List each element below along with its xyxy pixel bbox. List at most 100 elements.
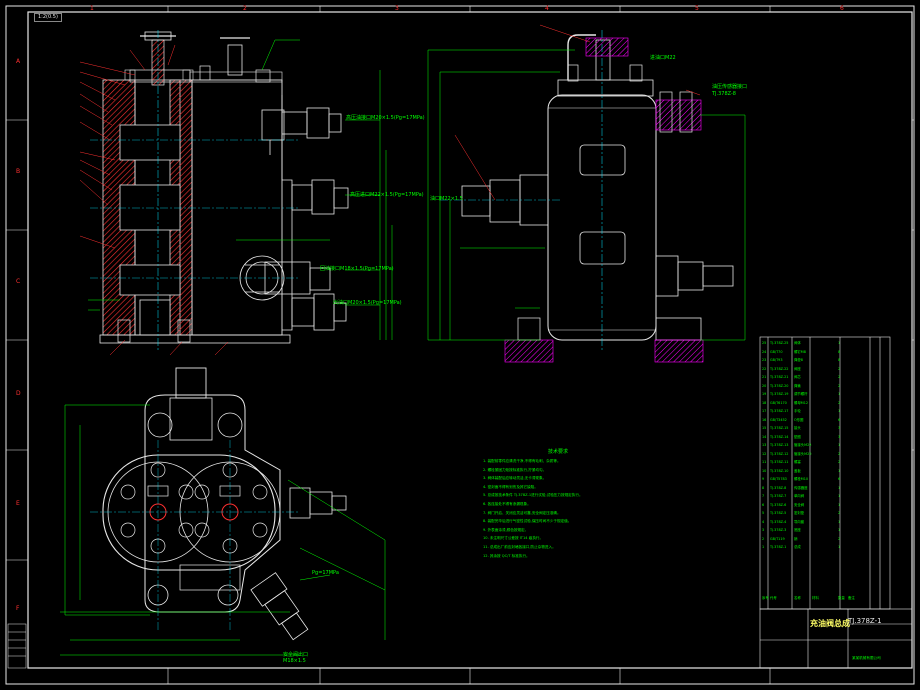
bom-cell: 手轮 [794, 409, 801, 413]
zone-col-2: 2 [243, 5, 247, 12]
bom-cell: 总成 [794, 545, 801, 549]
note-line: 4. 密封面不得有划伤及其它缺陷。 [483, 484, 538, 489]
notes-title: 技术要求 [547, 449, 568, 455]
bom-cell: TJ.378Z-11 [770, 460, 789, 464]
bom-cell: 代号 [770, 596, 777, 600]
note-line: 2. 螺栓紧固力矩按标准执行,拧紧均匀。 [483, 467, 547, 472]
bom-cell [770, 552, 794, 561]
bom-cell: 阀座 [794, 366, 801, 371]
bom-cell [848, 509, 858, 518]
zone-col-6: 6 [840, 5, 844, 12]
note-line: 11. 总成出厂前应封堵各接口,防止杂物进入。 [483, 544, 556, 549]
bom-cell: 21 [762, 375, 767, 379]
bom-cell [848, 560, 858, 569]
bom-cell: 垫圈 [794, 434, 801, 439]
bom-cell: 弹簧 [794, 383, 801, 388]
bom-cell [848, 416, 858, 425]
bom-cell: 序号 [762, 596, 769, 600]
bom-cell [848, 373, 858, 382]
outer-border [5, 5, 915, 685]
zone-label-f: F [16, 605, 20, 612]
bom-cell [812, 424, 838, 433]
callout-top-right: 油压传感器接口 [712, 84, 748, 90]
bom-cell: TJ.378Z-1 [770, 545, 787, 549]
note-line: 9. 外表面涂漆,颜色按规定。 [483, 527, 529, 532]
bom-cell: 盖板 [794, 468, 801, 473]
bom-cell [812, 586, 838, 595]
bom-cell: 密封垫 [794, 511, 805, 515]
bom-cell: 管接头M20×1.5 [794, 451, 812, 456]
bom-cell [848, 424, 858, 433]
bom-cell: 导向套 [794, 519, 805, 524]
bom-cell: TJ.378Z-19 [770, 392, 789, 396]
bom-cell: 1 [838, 468, 841, 473]
bom-cell: 14 [762, 434, 767, 439]
bom-cell: 接头 [794, 426, 801, 430]
bom-cell [848, 441, 858, 450]
bom-cell: 9 [762, 477, 765, 481]
bom-cell [812, 407, 838, 416]
bom-cell [770, 569, 794, 578]
bom-cell [812, 543, 838, 552]
bom-row [762, 560, 890, 569]
bom-cell: 1 [838, 392, 841, 396]
bom-cell: 1 [838, 443, 841, 447]
callout-outlet-bottom: 出油口M20×1.5(Pg=17MPa) [333, 300, 402, 306]
bom-cell: 2 [838, 400, 841, 405]
bom-cell: TJ.378Z-21 [770, 375, 789, 379]
bom-cell: 弹垫8 [794, 358, 803, 362]
bom-cell [848, 348, 858, 357]
bom-cell [812, 339, 838, 348]
bom-cell: 24 [762, 349, 767, 354]
bom-cell: 螺栓M10 [794, 477, 809, 481]
bom-cell: 2 [838, 511, 841, 515]
bom-cell [838, 552, 848, 561]
bom-cell: 阀芯 [794, 375, 801, 379]
bom-cell: TJ.378Z-7 [770, 494, 787, 498]
drawing-title: 充油阀总成 [810, 619, 850, 628]
bom-cell: 1 [838, 502, 841, 507]
bom-cell: TJ.378Z-6 [770, 502, 787, 507]
bom-cell: 2 [838, 460, 841, 464]
bom-cell [812, 450, 838, 459]
bom-cell [848, 552, 858, 561]
bom-cell [848, 475, 858, 484]
bom-cell [812, 526, 838, 535]
zone-col-1: 1 [90, 5, 94, 12]
callout-inlet-mid: 高压进口M22×1.5(Pg=17MPa) [350, 192, 424, 198]
bom-cell: GB/T119 [770, 536, 785, 541]
bom-cell: 12 [762, 451, 767, 456]
bom-cell: 1 [838, 528, 841, 532]
bom-cell: 1 [838, 545, 841, 549]
bom-cell: TJ.378Z-8 [770, 485, 787, 490]
bom-cell [848, 339, 858, 348]
bom-cell: 1 [838, 494, 841, 498]
bom-cell: 15 [762, 426, 767, 430]
bom-cell: GB/T70 [770, 349, 783, 354]
bom-cell: 1 [838, 409, 841, 413]
bom-cell: 18 [762, 400, 767, 405]
bom-cell [812, 475, 838, 484]
bom-cell: 材料 [812, 596, 819, 600]
bom-cell [812, 492, 838, 501]
bom-cell: 13 [762, 443, 767, 447]
bom-cell [812, 382, 838, 391]
zone-col-5: 5 [695, 5, 699, 12]
bom-row [762, 586, 890, 595]
bom-cell: 螺母M12 [794, 400, 809, 405]
bom-cell [812, 348, 838, 357]
bom-cell [838, 560, 848, 569]
bom-cell [762, 560, 770, 569]
note-line: 3. 阀体装配后应转动灵活,无卡滞现象。 [483, 476, 547, 481]
bom-cell [812, 399, 838, 408]
bom-cell: 2 [838, 383, 841, 388]
